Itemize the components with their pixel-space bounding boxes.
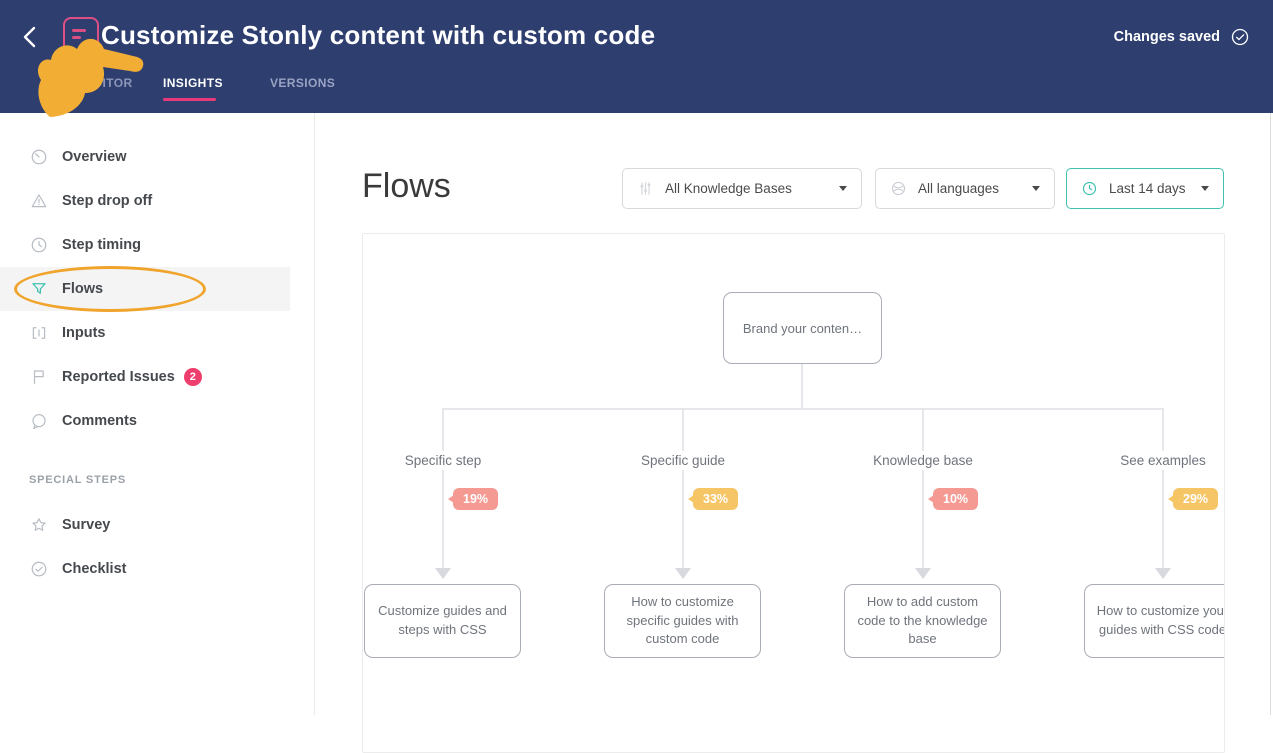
flag-icon [33, 370, 44, 384]
arrow-down-icon [435, 568, 451, 579]
sidebar-item-label: Inputs [62, 325, 106, 341]
branch-label: Knowledge base [803, 451, 1043, 470]
branch-label: Specific step [363, 451, 563, 470]
page-title: Customize Stonly content with custom cod… [101, 20, 656, 50]
tab-versions[interactable]: VERSIONS [270, 76, 336, 90]
filter-label: All languages [918, 181, 1000, 196]
warning-icon [31, 194, 47, 208]
flow-branch: See examples 29% How to customize your g… [1043, 408, 1224, 664]
insights-sidebar: Overview Step drop off Step timing Flows… [0, 113, 315, 715]
app-header: Customize Stonly content with custom cod… [0, 0, 1273, 113]
sidebar-item-label: Comments [62, 413, 137, 429]
flow-leaf-node[interactable]: How to add custom code to the knowledge … [844, 584, 1001, 658]
guide-icon [63, 17, 99, 53]
arrow-down-icon [675, 568, 691, 579]
check-circle-icon [1231, 28, 1249, 46]
flow-diagram-panel: Brand your conten… Specific step 19% Cus… [362, 233, 1225, 753]
filter-label: All Knowledge Bases [665, 181, 792, 196]
date-range-filter[interactable]: Last 14 days [1066, 168, 1224, 209]
sidebar-item-label: Reported Issues [62, 369, 175, 385]
branch-label: See examples [1043, 451, 1224, 470]
connector-line [442, 408, 444, 576]
filter-label: Last 14 days [1109, 181, 1186, 196]
arrow-down-icon [1155, 568, 1171, 579]
chevron-down-icon [1032, 186, 1040, 191]
comment-icon [32, 414, 46, 430]
knowledge-base-filter[interactable]: All Knowledge Bases [622, 168, 862, 209]
connector-line [801, 364, 803, 408]
branch-percent-badge: 10% [927, 488, 979, 510]
branch-percent-badge: 33% [687, 488, 739, 510]
sidebar-item-label: Step drop off [62, 193, 153, 209]
sidebar-item-checklist[interactable]: Checklist [0, 547, 315, 591]
arrow-down-icon [915, 568, 931, 579]
connector-line [922, 408, 924, 576]
sidebar-item-flows[interactable]: Flows [0, 267, 315, 311]
active-tab-underline [163, 98, 216, 101]
flow-branch: Specific guide 33% How to customize spec… [563, 408, 803, 664]
sidebar-item-reported-issues[interactable]: Reported Issues 2 [0, 355, 315, 399]
save-status: Changes saved [1114, 27, 1250, 47]
sidebar-item-label: Checklist [62, 561, 127, 577]
gauge-icon [31, 149, 47, 165]
chevron-down-icon [1201, 186, 1209, 191]
inputs-icon [32, 327, 46, 339]
branch-label: Specific guide [563, 451, 803, 470]
connector-line [1162, 408, 1164, 576]
clock-icon [1082, 181, 1097, 196]
scrollbar-track[interactable] [1270, 113, 1271, 715]
clock-icon [31, 237, 47, 253]
tab-insights[interactable]: INSIGHTS [163, 76, 223, 90]
sidebar-item-comments[interactable]: Comments [0, 399, 315, 443]
sidebar-item-label: Overview [62, 149, 127, 165]
funnel-icon [32, 283, 46, 294]
flow-leaf-node[interactable]: How to customize your guides with CSS co… [1084, 584, 1224, 658]
branch-percent-badge: 19% [447, 488, 499, 510]
flows-heading: Flows [362, 167, 451, 205]
sidebar-item-label: Step timing [62, 237, 141, 253]
globe-icon [891, 181, 906, 196]
tab-editor[interactable]: EDITOR [85, 76, 133, 90]
sidebar-item-label: Survey [62, 517, 111, 533]
star-icon [32, 518, 46, 531]
active-item-highlight [0, 267, 290, 311]
main-content: Flows All Knowledge Bases All languages … [315, 113, 1273, 753]
sidebar-item-inputs[interactable]: Inputs [0, 311, 315, 355]
language-filter[interactable]: All languages [875, 168, 1055, 209]
flow-branch: Knowledge base 10% How to add custom cod… [803, 408, 1043, 664]
flow-leaf-node[interactable]: How to customize specific guides with cu… [604, 584, 761, 658]
flow-root-node[interactable]: Brand your conten… [723, 292, 882, 364]
branch-percent-badge: 29% [1167, 488, 1219, 510]
sidebar-item-survey[interactable]: Survey [0, 503, 315, 547]
save-status-label: Changes saved [1113, 29, 1220, 45]
chevron-left-icon [23, 26, 36, 48]
sidebar-item-step-drop-off[interactable]: Step drop off [0, 179, 315, 223]
sidebar-item-label: Flows [62, 281, 104, 297]
chevron-down-icon [839, 186, 847, 191]
check-circle-icon [31, 561, 47, 577]
sidebar-item-overview[interactable]: Overview [0, 135, 315, 179]
issues-count-badge: 2 [183, 368, 202, 386]
sidebar-item-step-timing[interactable]: Step timing [0, 223, 315, 267]
connector-line [443, 408, 1164, 410]
flow-leaf-node[interactable]: Customize guides and steps with CSS [364, 584, 521, 658]
flow-branch: Specific step 19% Customize guides and s… [363, 408, 563, 664]
back-button[interactable] [20, 25, 42, 49]
sliders-icon [640, 182, 651, 195]
special-steps-section-label: SPECIAL STEPS [29, 474, 126, 486]
connector-line [682, 408, 684, 576]
